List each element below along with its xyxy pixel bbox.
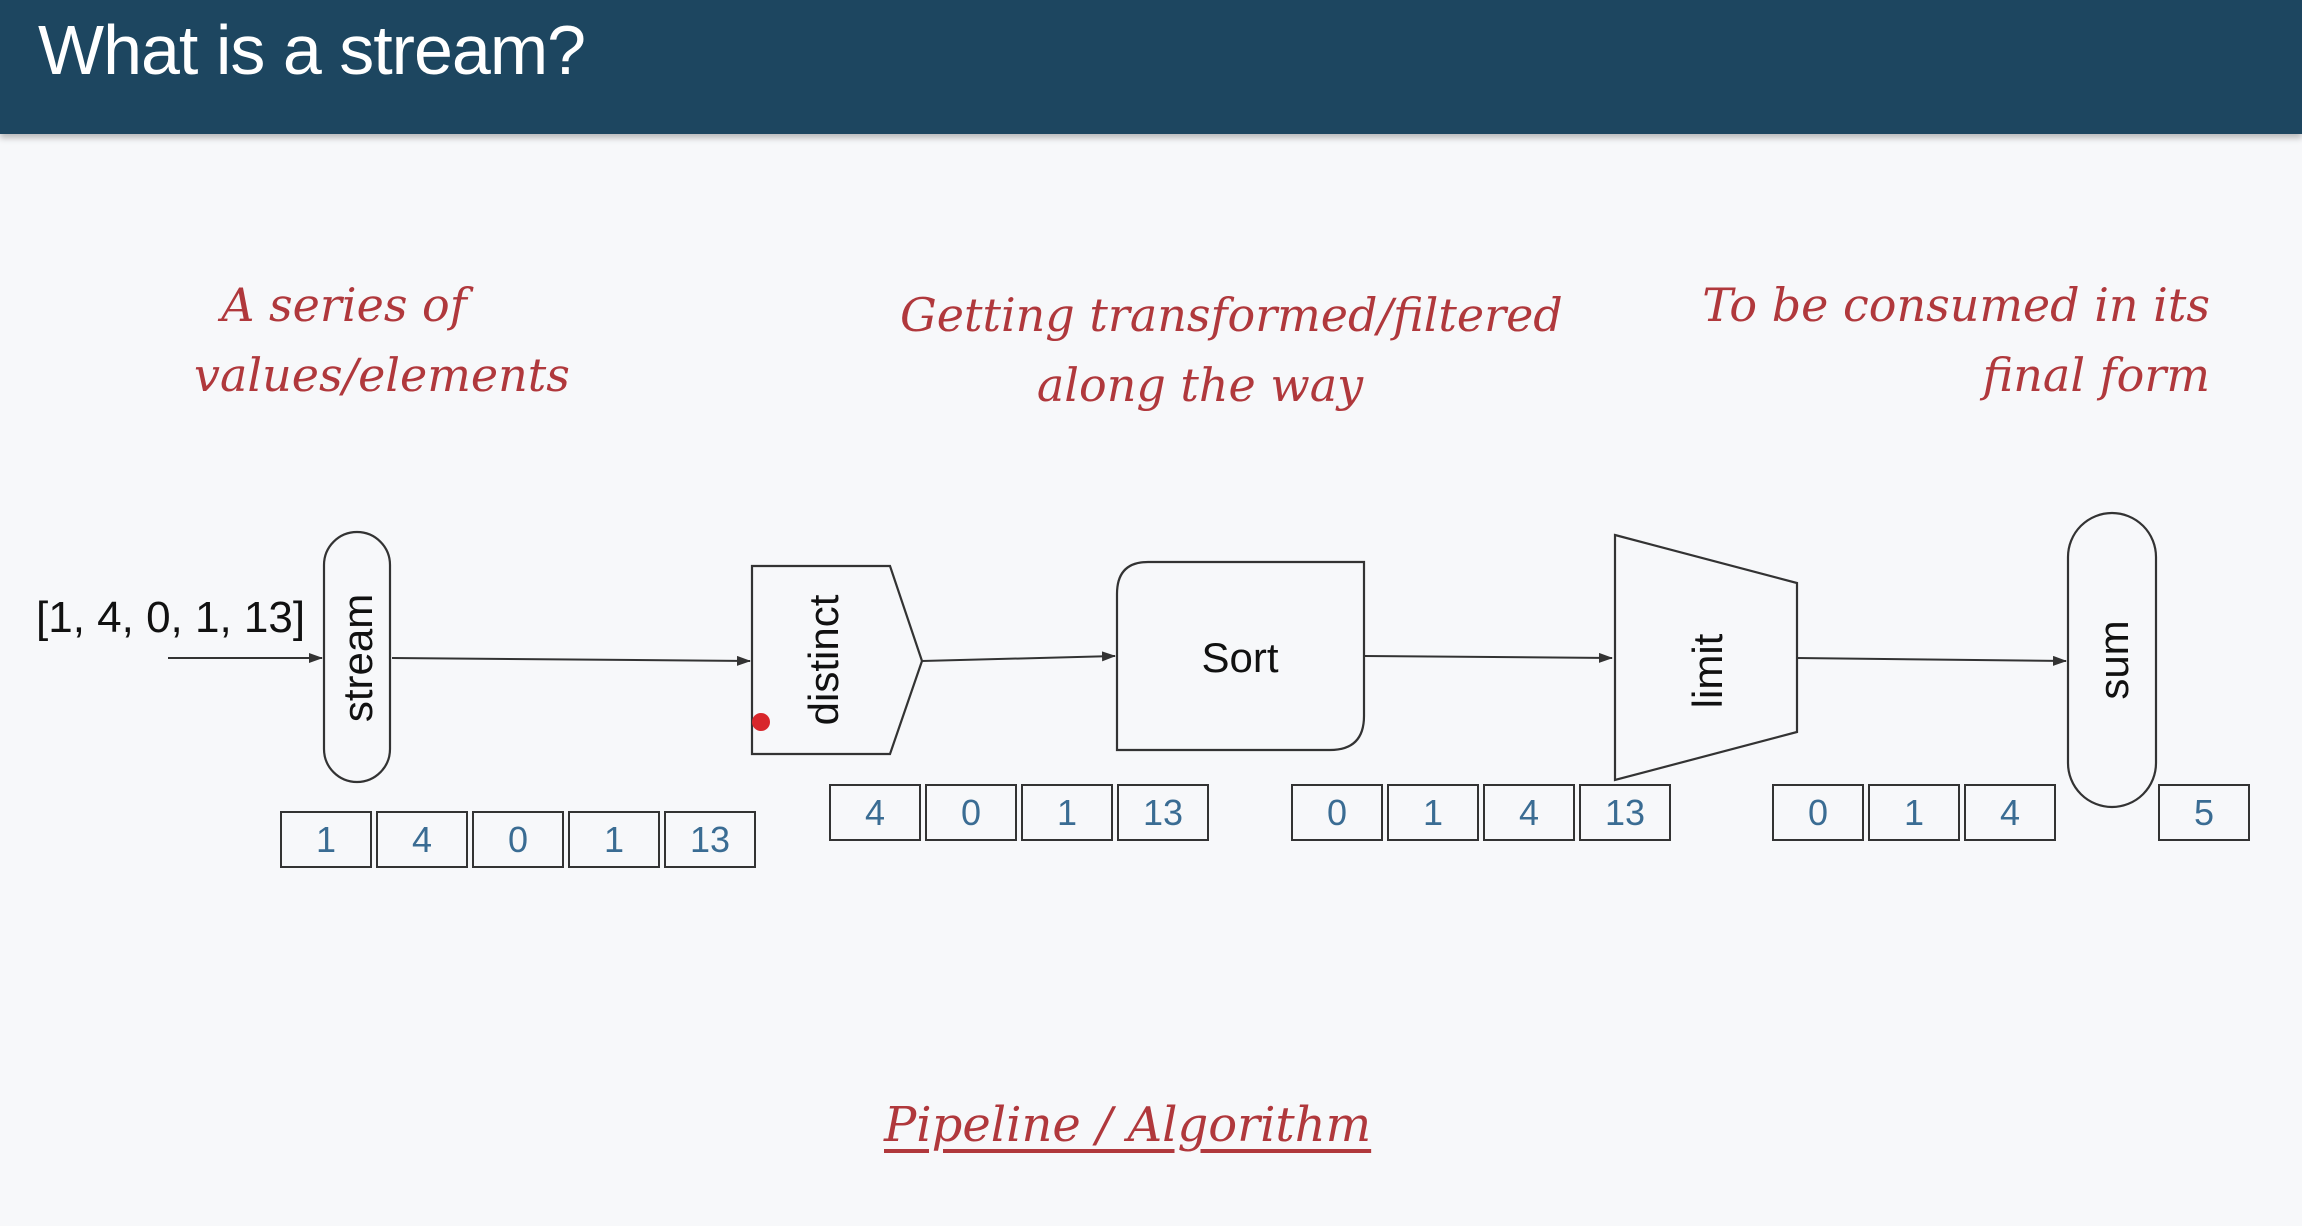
- value-cell: [1579, 784, 1671, 841]
- sum-stage-label: sum: [2090, 620, 2137, 699]
- arrow-sort-to-limit: [1363, 652, 1613, 663]
- value-cell: [2158, 784, 2250, 841]
- distinct-stage-label: distinct: [800, 594, 847, 725]
- distinct-stage-shape: [750, 564, 924, 756]
- value-cell-text: 0: [961, 792, 981, 833]
- after-limit-values: 0 1 4: [1772, 784, 2056, 841]
- value-cell-text: 13: [1605, 792, 1645, 833]
- value-cell: [376, 811, 468, 868]
- value-cell: [1387, 784, 1479, 841]
- value-cell-text: 1: [1423, 792, 1443, 833]
- slide-header: What is a stream?: [0, 0, 2302, 134]
- limit-stage-label: limit: [1684, 633, 1731, 708]
- stream-stage-shape: [322, 530, 392, 784]
- value-cell-text: 1: [1904, 792, 1924, 833]
- value-cell: [664, 811, 756, 868]
- value-cell-text: 13: [690, 819, 730, 860]
- value-cell: [829, 784, 921, 841]
- after-distinct-values: 4 0 1 13: [829, 784, 1209, 841]
- value-cell-text: 1: [1057, 792, 1077, 833]
- value-cell-text: 4: [412, 819, 432, 860]
- transform-note: Getting transformed/filtered along the w…: [900, 280, 1563, 420]
- value-cell: [568, 811, 660, 868]
- value-cell-text: 0: [508, 819, 528, 860]
- sort-stage-shape: [1115, 560, 1366, 752]
- arrow-distinct-to-sort: [921, 651, 1116, 662]
- value-cell: [1483, 784, 1575, 841]
- value-cell-text: 5: [2194, 792, 2214, 833]
- after-stream-values: 1 4 0 1 13: [280, 811, 756, 868]
- slide-title: What is a stream?: [38, 11, 586, 89]
- value-cell: [1291, 784, 1383, 841]
- value-cell-text: 13: [1143, 792, 1183, 833]
- consume-note: To be consumed in its final form: [1690, 270, 2210, 410]
- stream-stage-label: stream: [334, 594, 381, 722]
- value-cell-text: 4: [865, 792, 885, 833]
- value-cell-text: 4: [2000, 792, 2020, 833]
- pipeline-label: Pipeline / Algorithm: [884, 1097, 1372, 1153]
- value-cell-text: 4: [1519, 792, 1539, 833]
- value-cell: [472, 811, 564, 868]
- slide-right-edge: [2302, 0, 2310, 1226]
- transform-note-line-1: Getting transformed/filtered: [900, 288, 1563, 342]
- value-cell: [1772, 784, 1864, 841]
- after-sum-values: 5: [2158, 784, 2250, 841]
- sort-stage-label: Sort: [1201, 634, 1278, 681]
- consume-note-line-2: final form: [1982, 348, 2210, 402]
- value-cell-text: 1: [316, 819, 336, 860]
- transform-note-line-2: along the way: [1036, 358, 1364, 412]
- sum-stage-shape: [2066, 511, 2158, 809]
- value-cell-text: 0: [1808, 792, 1828, 833]
- value-cell: [1021, 784, 1113, 841]
- after-sort-values: 0 1 4 13: [1291, 784, 1671, 841]
- value-cell-text: 1: [604, 819, 624, 860]
- value-cell: [1964, 784, 2056, 841]
- arrow-stream-to-distinct: [391, 655, 751, 666]
- value-cell: [1117, 784, 1209, 841]
- value-cell: [1868, 784, 1960, 841]
- limit-stage-shape: [1613, 533, 1799, 782]
- consume-note-line-1: To be consumed in its: [1702, 278, 2210, 332]
- value-cell: [925, 784, 1017, 841]
- series-note-line-1: A series of: [221, 278, 467, 332]
- value-cell: [280, 811, 372, 868]
- arrow-limit-to-sum: [1796, 655, 2067, 666]
- pointer-dot-icon: [752, 713, 770, 731]
- input-list: [1, 4, 0, 1, 13]: [36, 593, 306, 642]
- value-cell-text: 0: [1327, 792, 1347, 833]
